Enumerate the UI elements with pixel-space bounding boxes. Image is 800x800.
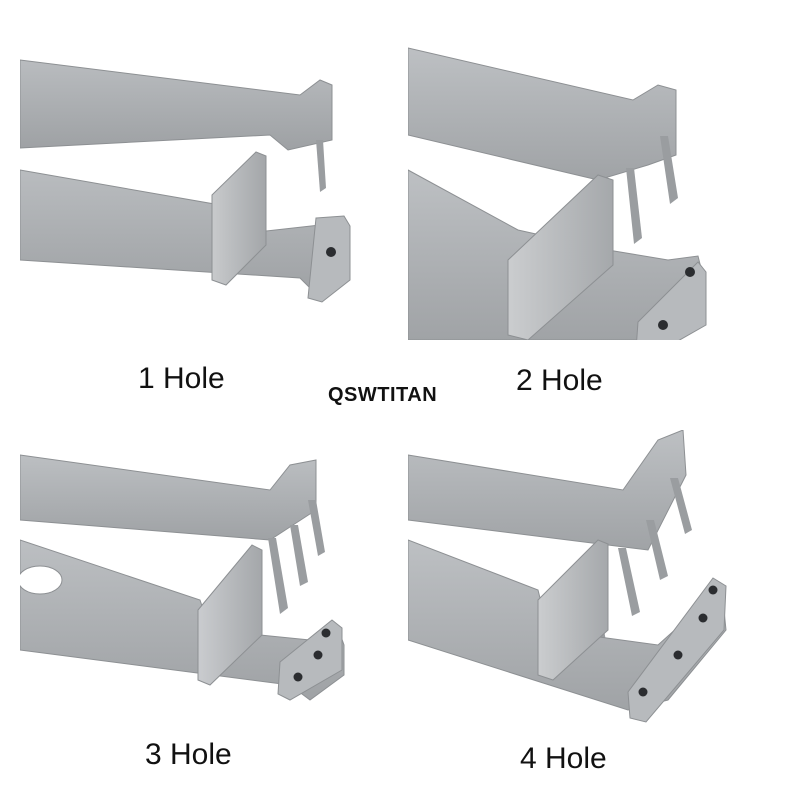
retractor-photo-1-hole <box>20 40 380 340</box>
retractor-photo-3-hole <box>20 430 380 730</box>
tip <box>277 619 343 701</box>
tip <box>307 215 351 303</box>
prong <box>308 500 325 556</box>
upper-arm <box>408 430 687 551</box>
hole <box>321 628 331 638</box>
prong <box>670 478 692 534</box>
prong <box>268 538 288 614</box>
prong <box>618 548 640 616</box>
handle-opening <box>20 565 63 595</box>
hole <box>698 613 708 623</box>
retractor-illustration <box>20 454 345 701</box>
retractor-photo-2-hole <box>408 40 768 340</box>
tip <box>636 261 707 340</box>
retractor-illustration <box>408 430 727 723</box>
hole <box>326 247 336 257</box>
blade <box>507 174 614 340</box>
hole <box>293 672 303 682</box>
lower-arm <box>20 169 347 299</box>
prong <box>646 520 668 580</box>
prong <box>660 136 678 204</box>
label-2-hole: 2 Hole <box>516 364 603 397</box>
hole <box>708 585 718 595</box>
label-1-hole: 1 Hole <box>138 362 225 395</box>
prong <box>290 525 308 586</box>
upper-arm <box>20 59 333 151</box>
upper-arm <box>20 454 317 541</box>
brand-watermark: QSWTITAN <box>328 384 438 406</box>
blade <box>211 151 267 286</box>
blade <box>537 539 609 681</box>
prong <box>626 168 642 244</box>
retractor-illustration <box>20 59 351 303</box>
blade <box>197 544 263 686</box>
hole <box>638 687 648 697</box>
hole <box>685 267 695 277</box>
upper-arm <box>408 47 677 181</box>
hole <box>313 650 323 660</box>
retractor-photo-4-hole <box>408 430 768 730</box>
hole <box>658 320 668 330</box>
label-3-hole: 3 Hole <box>145 738 232 771</box>
retractor-illustration <box>408 47 707 340</box>
hole <box>673 650 683 660</box>
label-4-hole: 4 Hole <box>520 742 607 775</box>
prong <box>316 140 326 192</box>
